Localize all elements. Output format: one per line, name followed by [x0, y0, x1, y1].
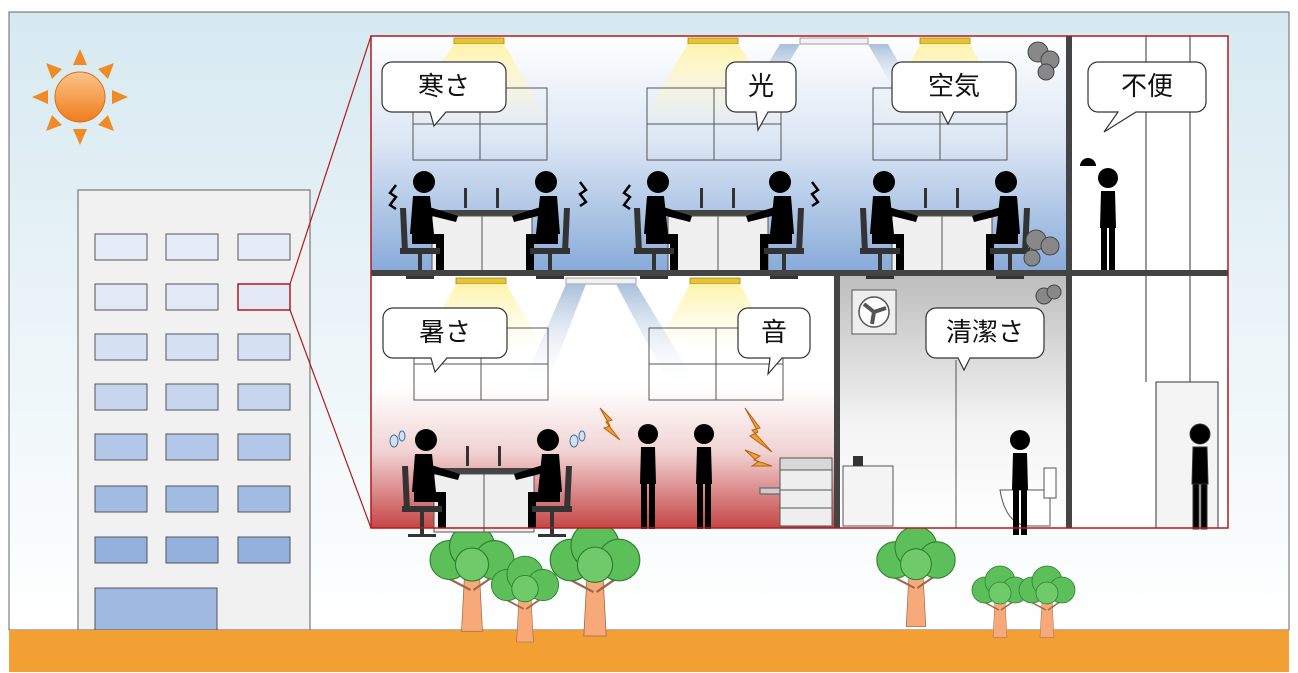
bubble-heat: 暑さ: [382, 307, 508, 374]
bubble-sound: 音: [737, 307, 811, 376]
bubble-cleanliness-label: 清潔さ: [946, 318, 1024, 348]
office-building: [77, 189, 311, 631]
bubble-light-label: 光: [748, 72, 774, 102]
bubble-inconvenience-label: 不便: [1121, 72, 1173, 102]
bubble-heat-label: 暑さ: [419, 318, 471, 348]
bubble-air: 空気: [891, 61, 1017, 126]
smoke-icons: [1023, 41, 1062, 305]
bubble-air-label: 空気: [928, 72, 980, 102]
sweat-drops: [389, 430, 586, 448]
sink: [842, 465, 894, 527]
bubble-cleanliness: 清潔さ: [925, 307, 1045, 372]
building-windows: [94, 233, 291, 631]
restroom-fixtures: [842, 289, 1057, 535]
bubble-light: 光: [725, 61, 797, 132]
zoom-lines: [289, 35, 372, 529]
floor-dividers: [371, 36, 1228, 528]
air-vent: [799, 37, 869, 45]
elevator: [1145, 36, 1219, 530]
ground: [9, 630, 1289, 672]
noise-icons: [599, 407, 773, 467]
bubble-inconvenience: 不便: [1087, 61, 1207, 133]
copier: [759, 457, 833, 527]
shiver-marks: [388, 181, 820, 211]
alarm-icon: [1080, 158, 1096, 166]
sun-icon: [32, 49, 128, 145]
bubble-cold: 寒さ: [381, 61, 507, 128]
bubble-sound-label: 音: [761, 318, 787, 348]
zoom-frame: [370, 35, 1229, 529]
highlighted-window: [237, 283, 291, 311]
bubble-cold-label: 寒さ: [418, 72, 470, 102]
